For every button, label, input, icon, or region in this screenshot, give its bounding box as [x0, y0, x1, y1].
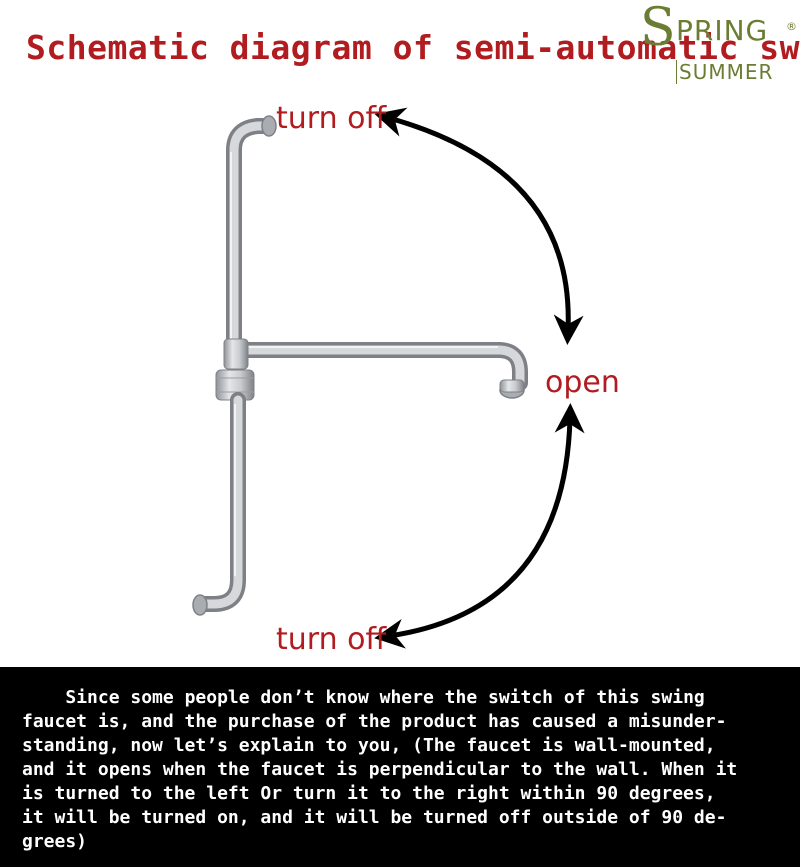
brand-logo: S PRING SUMMER ®	[636, 0, 800, 90]
faucet-swivel-joint	[215, 338, 255, 401]
label-turn-off-top: turn off	[276, 101, 387, 136]
label-open: open	[545, 365, 620, 400]
faucet-spout-arm	[230, 342, 528, 399]
faucet-diagram	[192, 107, 585, 649]
explanation-text: Since some people don’t know where the s…	[22, 687, 738, 852]
explanation-panel: Since some people don’t know where the s…	[0, 667, 800, 867]
logo-letter-s: S	[640, 0, 676, 58]
label-turn-off-bottom: turn off	[276, 622, 387, 657]
logo-wordmark-bottom: SUMMER	[676, 60, 773, 84]
faucet-lower-pipe	[192, 392, 246, 616]
page-title: Schematic diagram of semi-automatic swin	[26, 28, 800, 67]
logo-wordmark-top: PRING	[676, 14, 769, 47]
faucet-upper-pipe	[226, 115, 277, 353]
lower-rotation-arrow	[374, 403, 585, 649]
registered-mark: ®	[786, 20, 797, 33]
upper-rotation-arrow	[374, 107, 584, 345]
